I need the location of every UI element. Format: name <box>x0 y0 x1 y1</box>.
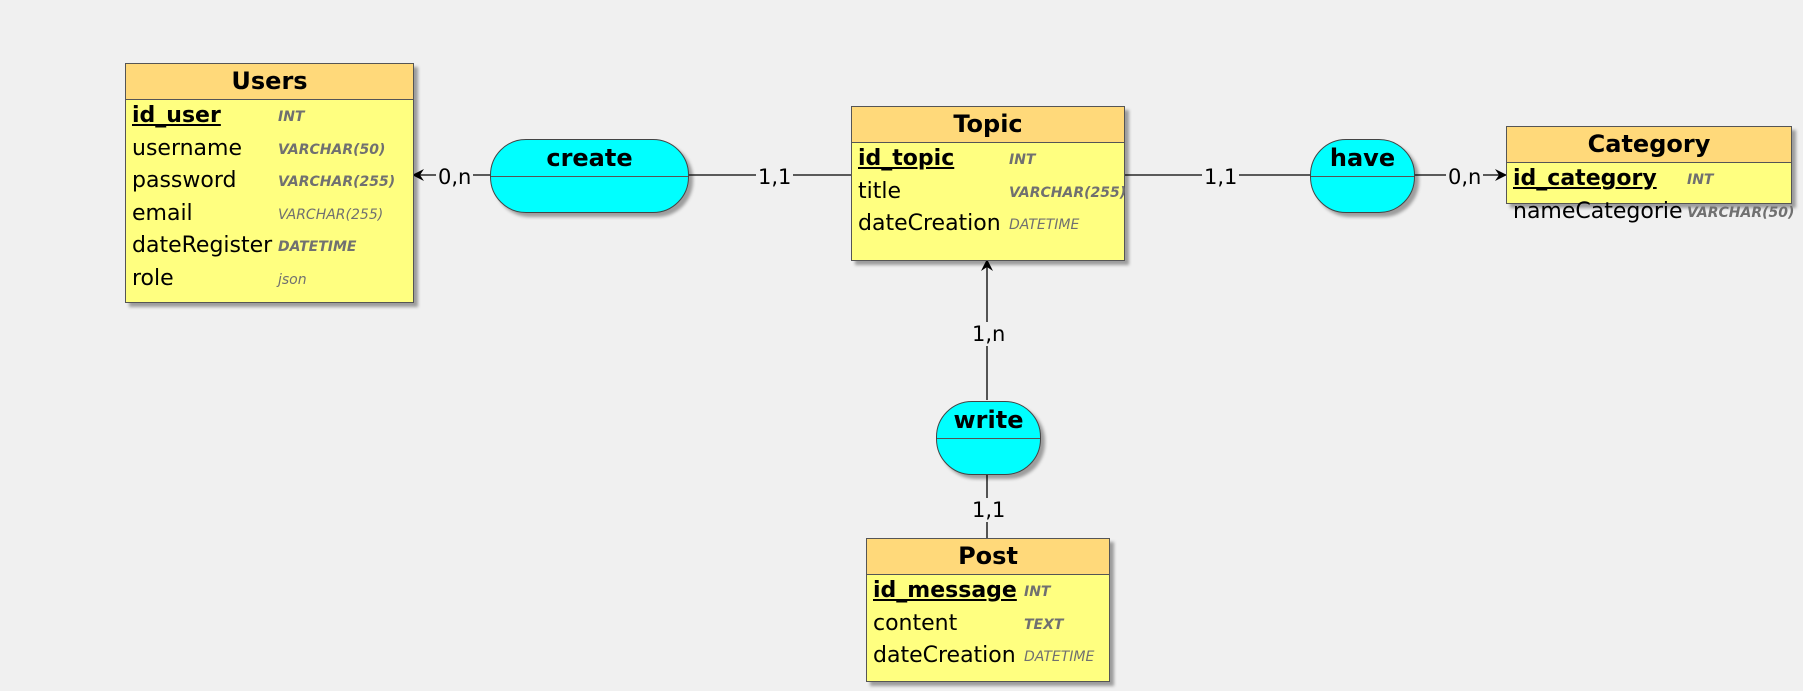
association-have-label: have <box>1329 144 1396 172</box>
association-have[interactable]: have <box>1310 139 1415 213</box>
attribute-type: VARCHAR(255) <box>278 206 384 223</box>
attribute-name: content <box>873 610 958 636</box>
attribute-primary-key: id_message <box>873 578 1017 603</box>
attribute-type: VARCHAR(50) <box>1687 204 1795 221</box>
attribute-row: id_user INT <box>126 100 413 133</box>
attribute-row: nameCategorie VARCHAR(50) <box>1507 196 1795 229</box>
association-divider <box>491 176 688 177</box>
attribute-primary-key: id_category <box>1513 166 1657 191</box>
attribute-type: DATETIME <box>1009 217 1080 233</box>
attribute-name: title <box>858 178 902 204</box>
attribute-type: INT <box>1687 172 1714 188</box>
attribute-type: TEXT <box>1024 616 1064 633</box>
entity-topic-title: Topic <box>852 107 1124 143</box>
attribute-type: DATETIME <box>1024 649 1095 665</box>
attribute-primary-key: id_user <box>132 103 221 128</box>
entity-category[interactable]: Category id_category INT nameCategorie V… <box>1506 126 1794 224</box>
attribute-row: email VARCHAR(255) <box>126 198 413 231</box>
entity-users-title: Users <box>126 64 413 100</box>
attribute-row: dateCreation DATETIME <box>852 208 1124 241</box>
cardinality-create-users: 0,n <box>436 165 474 189</box>
association-create-label: create <box>546 144 633 172</box>
attribute-row: role json <box>126 263 413 296</box>
attribute-row: password VARCHAR(255) <box>126 165 413 198</box>
attribute-row: title VARCHAR(255) <box>852 176 1127 209</box>
attribute-type: VARCHAR(255) <box>1009 184 1127 201</box>
attribute-type: INT <box>1024 584 1051 600</box>
attribute-name: dateRegister <box>132 233 273 258</box>
attribute-type: INT <box>278 109 305 125</box>
association-divider <box>1311 176 1414 177</box>
attribute-name: dateCreation <box>858 211 1001 236</box>
entity-category-title: Category <box>1507 127 1791 163</box>
attribute-name: username <box>132 135 242 161</box>
entity-topic[interactable]: Topic id_topic INT title VARCHAR(255) da… <box>851 106 1127 261</box>
cardinality-write-topic: 1,n <box>970 322 1008 346</box>
association-write-label: write <box>953 406 1024 434</box>
attribute-type: json <box>278 271 307 288</box>
attribute-row: dateCreation DATETIME <box>867 640 1109 673</box>
attribute-name: nameCategorie <box>1513 198 1683 224</box>
attribute-type: VARCHAR(50) <box>278 141 386 158</box>
attribute-row: id_category INT <box>1507 163 1791 196</box>
association-write[interactable]: write <box>936 401 1041 475</box>
cardinality-write-post: 1,1 <box>970 498 1008 522</box>
association-create[interactable]: create <box>490 139 689 213</box>
attribute-row: username VARCHAR(50) <box>126 133 413 166</box>
cardinality-have-topic: 1,1 <box>1202 165 1240 189</box>
attribute-name: password <box>132 168 237 193</box>
attribute-row: id_message INT <box>867 575 1109 608</box>
attribute-row: dateRegister DATETIME <box>126 230 413 263</box>
attribute-type: VARCHAR(255) <box>278 174 396 190</box>
attribute-name: role <box>132 265 174 291</box>
attribute-row: id_topic INT <box>852 143 1124 176</box>
attribute-row: content TEXT <box>867 608 1109 641</box>
attribute-type: INT <box>1009 152 1036 168</box>
entity-post[interactable]: Post id_message INT content TEXT dateCre… <box>866 538 1110 682</box>
entity-post-title: Post <box>867 539 1109 575</box>
entity-users[interactable]: Users id_user INT username VARCHAR(50) p… <box>125 63 414 303</box>
association-divider <box>937 438 1040 439</box>
attribute-type: DATETIME <box>278 239 357 255</box>
attribute-primary-key: id_topic <box>858 146 955 171</box>
attribute-name: dateCreation <box>873 643 1016 668</box>
cardinality-create-topic: 1,1 <box>756 165 794 189</box>
attribute-name: email <box>132 200 193 226</box>
cardinality-have-category: 0,n <box>1446 165 1484 189</box>
